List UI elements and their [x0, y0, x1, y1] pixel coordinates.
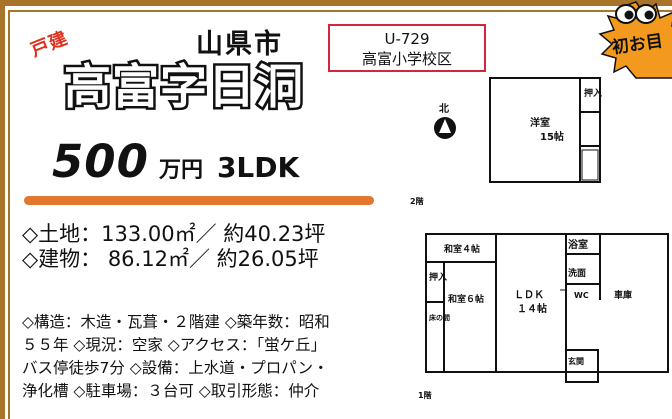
closet-2f-label: 押入: [584, 87, 602, 99]
room-bath-label: 浴室: [568, 238, 588, 251]
listing-code: U-729: [384, 30, 430, 48]
floor1-plan: [425, 233, 669, 383]
listing-code-box: U-729 高富小学校区: [328, 24, 486, 72]
floor2-label: 2階: [410, 196, 424, 206]
city-name: 山県市: [196, 29, 283, 60]
place-name: 高富字日洞: [62, 60, 306, 115]
school-district: 高富小学校区: [361, 50, 452, 68]
building-area: ◇建物： 86.12㎡／ 約26.05坪: [22, 247, 319, 271]
room-entrance-label: 玄関: [568, 356, 584, 366]
room-japanese4-label: 和室４帖: [443, 243, 480, 255]
room-japanese6-label: 和室６帖: [447, 293, 484, 305]
ad-inner-frame: [8, 10, 672, 419]
floor-plan: 北 洋室 15帖 押入 2階 和室４帖 和室６帖 ＬＤＫ １４帖 浴室 洗面 W…: [410, 77, 669, 400]
room-ldk-label: ＬＤＫ: [514, 289, 544, 301]
north-label: 北: [439, 102, 449, 115]
north-arrow-icon: [434, 117, 456, 139]
price-value: 500: [52, 135, 149, 188]
new-listing-badge: 初お目: [598, 1, 672, 79]
room-ldk-size: １４帖: [517, 302, 547, 315]
details-line: 浄化槽 ◇駐車場：３台可 ◇取引形態：仲介: [22, 382, 320, 400]
price-underline: [24, 196, 374, 205]
layout-type: 3LDK: [216, 151, 300, 184]
details-line: ５５年 ◇現況：空家 ◇アクセス：「蛍ケ丘」: [22, 336, 327, 354]
price-unit: 万円: [158, 158, 203, 183]
room-western-size: 15帖: [540, 130, 564, 143]
floor2-plan: [489, 77, 601, 183]
area-info: ◇土地：133.00㎡／ 約40.23坪 ◇建物： 86.12㎡／ 約26.05…: [22, 222, 325, 272]
room-toilet-label: WC: [574, 291, 589, 300]
details-line: バス停徒歩7分 ◇設備：上水道・プロパン・: [22, 359, 329, 377]
starburst-icon: [598, 1, 672, 79]
closet-1f-label: 押入: [429, 271, 447, 283]
property-details: ◇構造：木造・瓦葺・２階建 ◇築年数：昭和 ５５年 ◇現況：空家 ◇アクセス：「…: [22, 311, 412, 403]
eyes-icon: [615, 4, 657, 24]
room-garage-label: 車庫: [614, 289, 632, 301]
land-area: ◇土地：133.00㎡／ 約40.23坪: [22, 222, 326, 246]
price-row: 500 万円 3LDK: [52, 135, 299, 188]
room-washroom-label: 洗面: [568, 267, 586, 279]
floor1-label: 1階: [418, 390, 432, 400]
alcove-label: 床の間: [429, 313, 450, 322]
details-line: ◇構造：木造・瓦葺・２階建 ◇築年数：昭和: [22, 313, 330, 331]
room-western-label: 洋室: [530, 116, 550, 129]
